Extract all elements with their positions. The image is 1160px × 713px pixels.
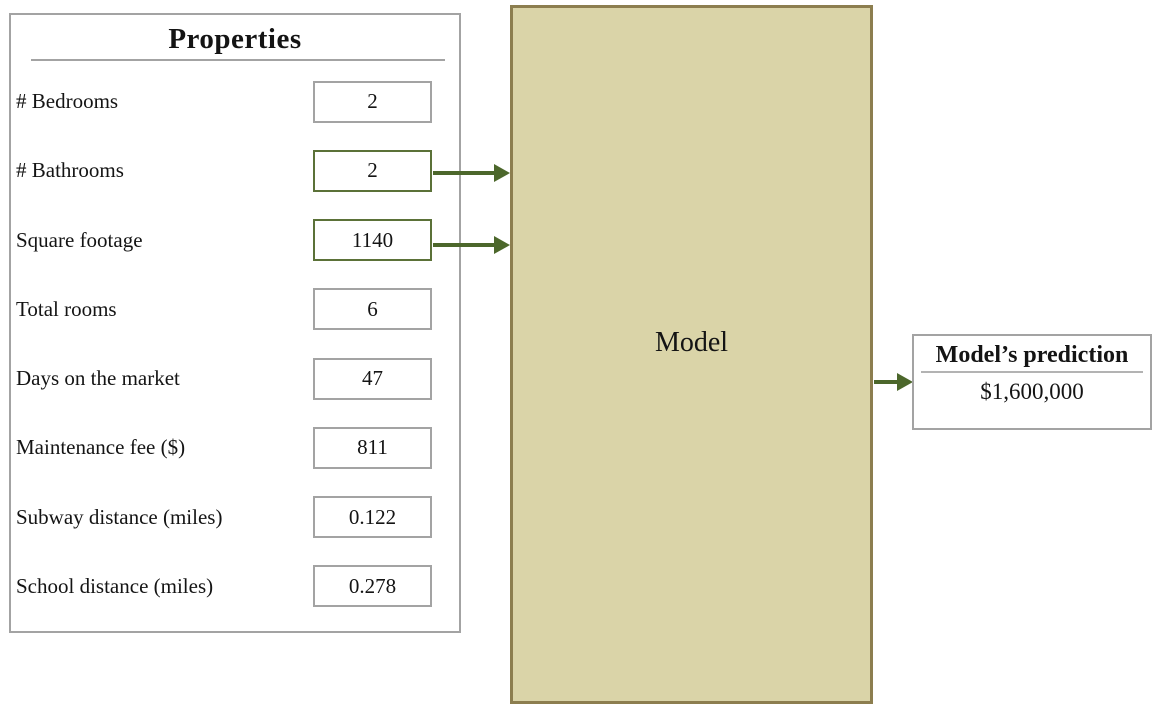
prediction-title-underline [921,371,1143,373]
property-value-box: 0.122 [313,496,432,539]
properties-panel: Properties # Bedrooms 2 # Bathrooms 2 Sq… [9,13,461,633]
arrow-line [433,171,494,175]
property-value-box: 2 [313,80,432,123]
property-label: Maintenance fee ($) [16,435,186,460]
property-label: Total rooms [16,296,117,321]
arrow-head [494,236,510,254]
property-value-box: 47 [313,357,432,400]
properties-rows: # Bedrooms 2 # Bathrooms 2 Square footag… [11,61,459,631]
property-row: Square footage 1140 [11,206,459,275]
property-label: Square footage [16,227,143,252]
arrow-line [874,380,898,384]
property-row: # Bedrooms 2 [11,67,459,136]
arrow-line [433,243,494,247]
property-value-box: 1140 [313,219,432,262]
arrow-head [897,373,913,391]
property-value-box: 6 [313,288,432,331]
property-value-box: 2 [313,149,432,192]
property-row: Total rooms 6 [11,275,459,344]
property-label: School distance (miles) [16,573,214,598]
property-value-box: 0.278 [313,565,432,608]
model-label: Model [654,326,729,358]
property-row: Subway distance (miles) 0.122 [11,483,459,552]
property-value-box: 811 [313,426,432,469]
arrow-head [494,164,510,182]
properties-title: Properties [168,23,302,55]
property-label: Subway distance (miles) [16,504,223,529]
property-row: School distance (miles) 0.278 [11,552,459,621]
prediction-box: Model’s prediction $1,600,000 [912,334,1152,430]
prediction-value: $1,600,000 [980,379,1084,404]
property-row: Days on the market 47 [11,344,459,413]
property-label: # Bedrooms [16,89,119,114]
property-label: Days on the market [16,366,180,391]
property-row: Maintenance fee ($) 811 [11,413,459,482]
property-label: # Bathrooms [16,158,124,183]
model-box: Model [510,5,873,704]
properties-title-underline [31,59,445,61]
property-row: # Bathrooms 2 [11,136,459,205]
prediction-title: Model’s prediction [935,342,1129,368]
